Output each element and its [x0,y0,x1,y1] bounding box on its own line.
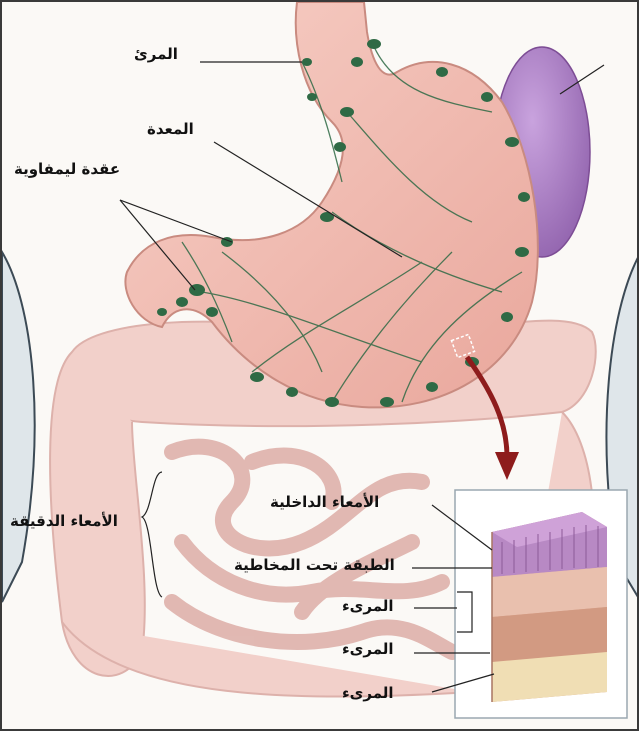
label-submucosa: الطبقة تحت المخاطية [234,558,395,573]
label-esophagus: المرئ [134,47,178,62]
label-small-intestine: الأمعاء الدقيقة [10,514,118,529]
label-lymph-node: عقدة ليمفاوية [14,162,120,177]
label-layer-a: المرىء [342,599,394,614]
label-inner-lining: الأمعاء الداخلية [270,495,379,510]
tissue-inset [455,490,627,718]
label-stomach: المعدة [147,122,194,137]
small-intestine [172,447,452,652]
label-layer-b: المرىء [342,642,394,657]
label-layer-c: المرىء [342,686,394,701]
